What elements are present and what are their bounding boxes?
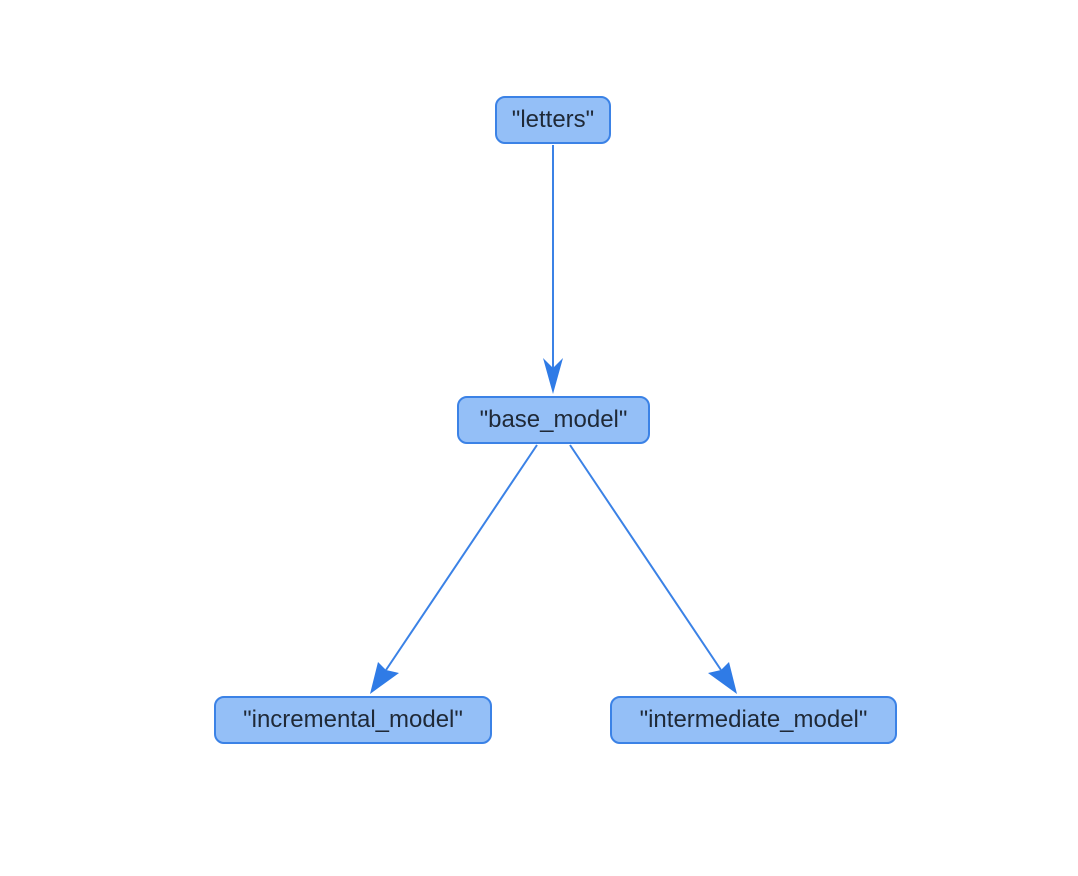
edge-letters-to-base-model — [543, 145, 563, 394]
edge-line — [385, 444, 538, 671]
node-base-model[interactable]: "base_model" — [457, 396, 650, 444]
edge-base-model-to-incremental-model — [370, 444, 538, 694]
node-letters[interactable]: "letters" — [495, 96, 611, 144]
arrowhead — [370, 662, 399, 694]
edge-base-model-to-intermediate-model — [569, 444, 737, 694]
arrowhead — [708, 662, 737, 694]
node-intermediate-model[interactable]: "intermediate_model" — [610, 696, 897, 744]
edge-line — [569, 444, 722, 671]
node-incremental-model[interactable]: "incremental_model" — [214, 696, 492, 744]
arrowhead — [543, 358, 563, 394]
